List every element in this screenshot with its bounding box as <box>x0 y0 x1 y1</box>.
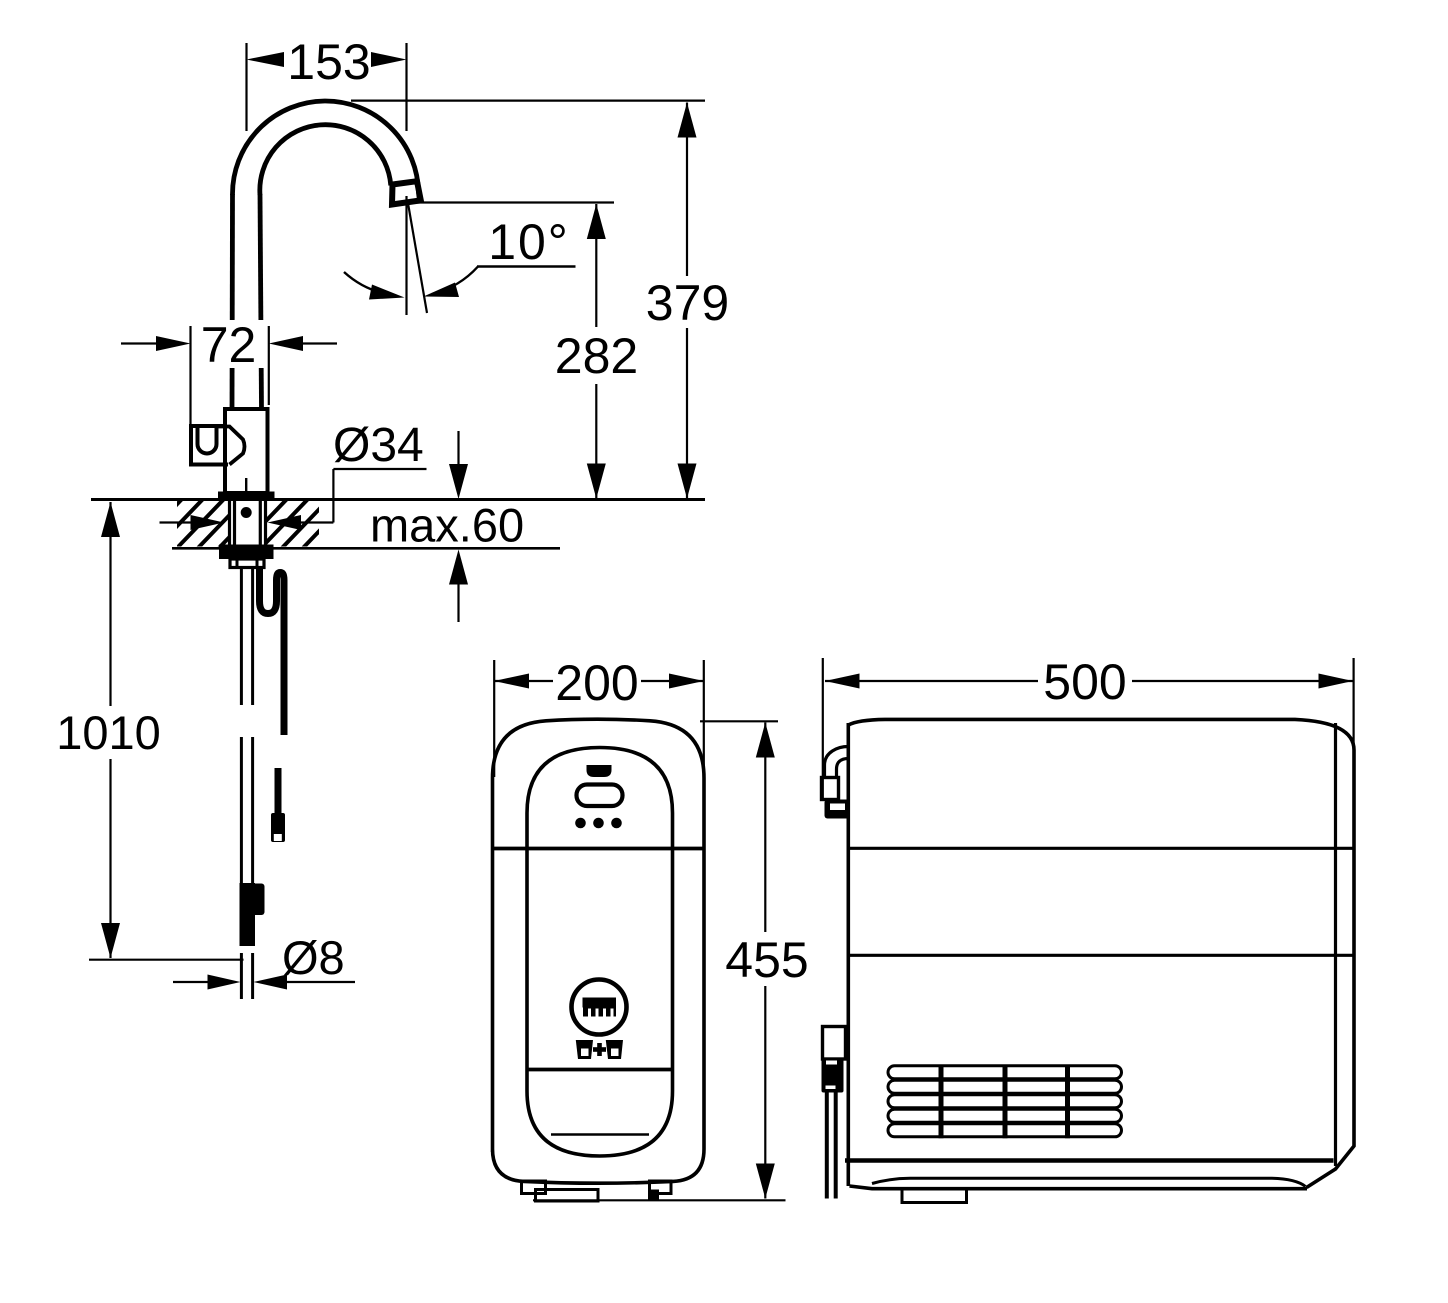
svg-text:455: 455 <box>725 932 808 988</box>
svg-text:500: 500 <box>1043 654 1126 710</box>
svg-text:200: 200 <box>555 655 638 711</box>
svg-text:72: 72 <box>201 317 257 373</box>
svg-text:max.60: max.60 <box>370 499 524 552</box>
svg-text:153: 153 <box>287 34 370 90</box>
svg-text:Ø34: Ø34 <box>333 419 424 472</box>
svg-text:10°: 10° <box>488 214 570 270</box>
svg-text:379: 379 <box>646 275 729 331</box>
svg-text:282: 282 <box>555 328 638 384</box>
svg-text:1010: 1010 <box>56 706 161 759</box>
svg-text:Ø8: Ø8 <box>282 931 345 984</box>
